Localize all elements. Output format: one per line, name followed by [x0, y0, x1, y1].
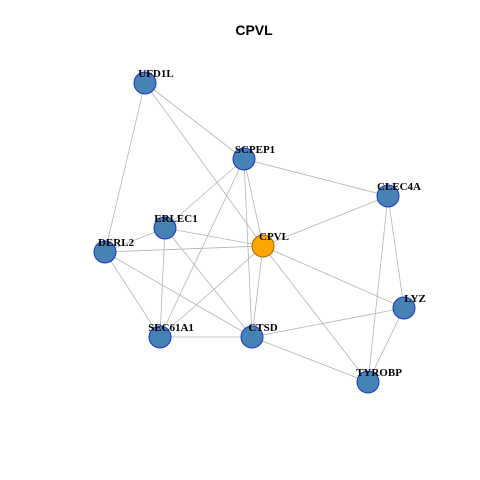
edge-scpep1-ctsd: [243, 158, 253, 338]
node-cpvl[interactable]: [251, 234, 275, 258]
edge-ufd1l-cpvl: [144, 82, 264, 247]
node-label-ctsd: CTSD: [248, 322, 277, 334]
node-scpep1[interactable]: [232, 147, 256, 171]
edge-erlec1-sec61a1: [159, 227, 166, 338]
edge-cpvl-lyz: [262, 245, 405, 309]
node-ctsd[interactable]: [240, 325, 264, 349]
node-layer: [93, 71, 416, 394]
node-sec61a1[interactable]: [148, 325, 172, 349]
edge-clec4a-lyz: [387, 195, 405, 309]
edge-ufd1l-scpep1: [144, 82, 245, 160]
node-erlec1[interactable]: [153, 216, 177, 240]
edge-ctsd-tyrobp: [251, 336, 369, 383]
edge-derl2-sec61a1: [104, 251, 161, 338]
graph-title: CPVL: [235, 22, 273, 38]
node-label-lyz: LYZ: [404, 293, 426, 305]
edge-derl2-ctsd: [104, 251, 253, 338]
edge-lyz-tyrobp: [367, 307, 405, 383]
node-derl2[interactable]: [93, 240, 117, 264]
edge-cpvl-sec61a1: [159, 245, 264, 338]
edge-lyz-ctsd: [251, 307, 405, 338]
node-label-scpep1: SCPEP1: [235, 144, 275, 156]
edge-erlec1-ctsd: [164, 227, 253, 338]
edge-erlec1-cpvl: [164, 227, 264, 247]
edge-clec4a-tyrobp: [367, 195, 389, 383]
node-lyz[interactable]: [392, 296, 416, 320]
node-label-tyrobp: TYROBP: [356, 367, 402, 379]
edge-scpep1-clec4a: [243, 158, 389, 197]
node-clec4a[interactable]: [376, 184, 400, 208]
node-label-clec4a: CLEC4A: [377, 181, 421, 193]
node-label-derl2: DERL2: [98, 237, 135, 249]
node-label-cpvl: CPVL: [259, 231, 289, 243]
edge-cpvl-ctsd: [251, 245, 264, 338]
edge-scpep1-erlec1: [164, 158, 245, 229]
edge-derl2-cpvl: [104, 245, 264, 253]
node-label-ufd1l: UFD1L: [138, 68, 173, 80]
node-label-sec61a1: SEC61A1: [148, 322, 194, 334]
edge-cpvl-tyrobp: [262, 245, 369, 383]
node-tyrobp[interactable]: [356, 370, 380, 394]
edge-ufd1l-derl2: [104, 82, 146, 253]
edge-scpep1-cpvl: [243, 158, 264, 247]
node-ufd1l[interactable]: [133, 71, 157, 95]
edge-clec4a-cpvl: [262, 195, 389, 247]
edge-layer: [104, 82, 405, 383]
node-label-erlec1: ERLEC1: [154, 213, 197, 225]
